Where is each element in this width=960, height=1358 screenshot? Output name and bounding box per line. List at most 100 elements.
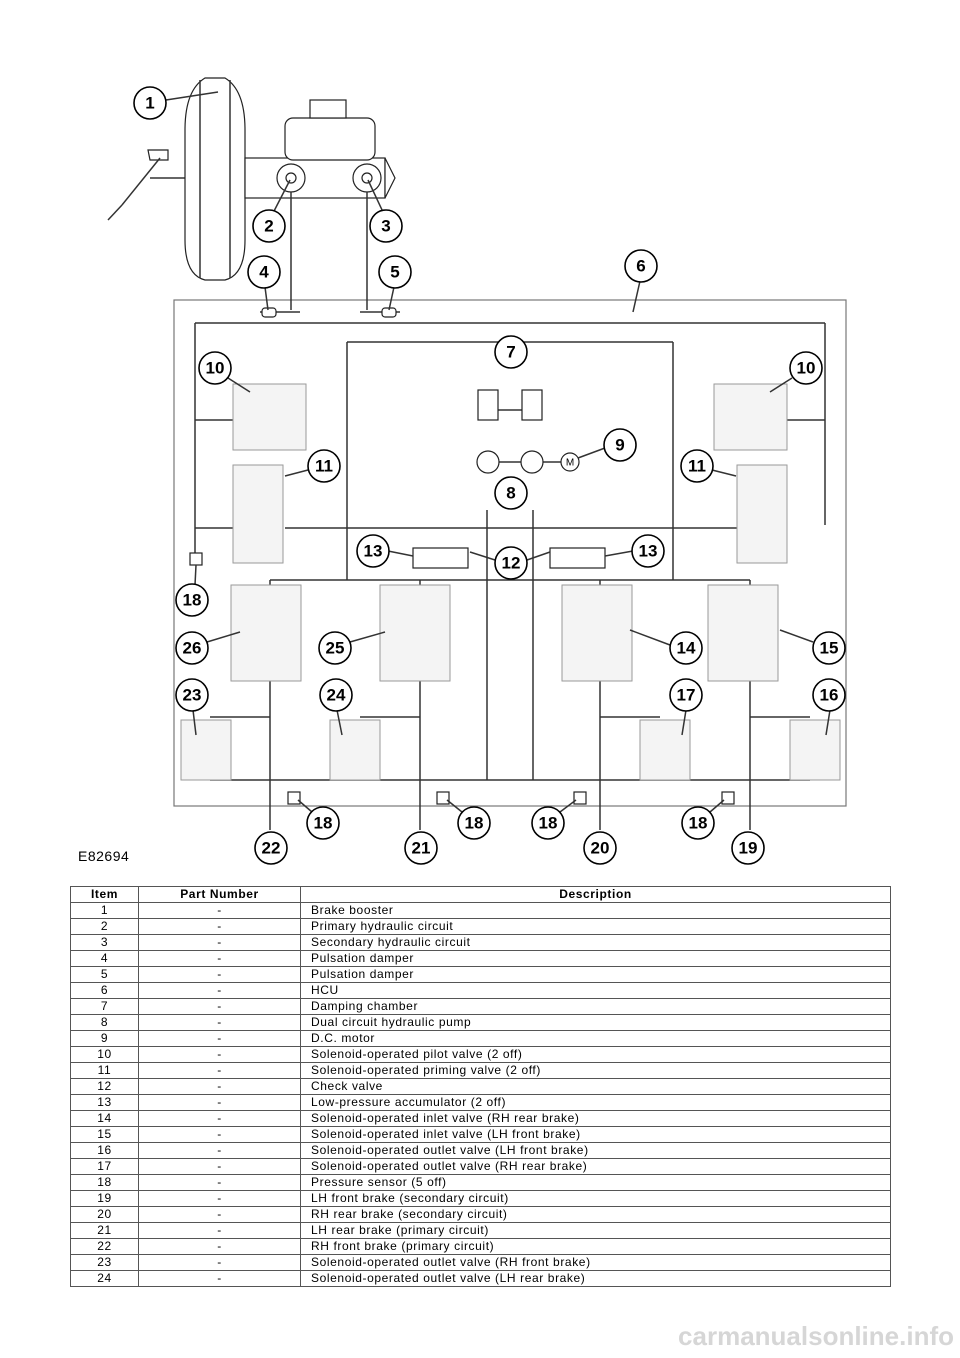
row-description: Solenoid-operated outlet valve (RH rear …	[300, 1158, 891, 1175]
callout-1: 1	[133, 86, 219, 120]
callout-18-b3: 18	[531, 799, 577, 840]
callout-13-left: 13	[356, 534, 414, 568]
svg-text:22: 22	[262, 839, 281, 858]
svg-text:7: 7	[506, 343, 515, 362]
row-item: 16	[70, 1142, 139, 1159]
svg-text:20: 20	[591, 839, 610, 858]
callout-18-b2: 18	[446, 799, 491, 840]
motor-label: M	[566, 458, 574, 469]
svg-text:18: 18	[314, 814, 333, 833]
row-description: Dual circuit hydraulic pump	[300, 1014, 891, 1031]
table-row: 6-HCU	[70, 982, 891, 999]
svg-text:13: 13	[639, 542, 658, 561]
table-row: 15-Solenoid-operated inlet valve (LH fro…	[70, 1126, 891, 1143]
brake-booster	[184, 77, 246, 281]
header-description: Description	[300, 886, 891, 903]
row-part-number: -	[138, 1126, 301, 1143]
row-part-number: -	[138, 1062, 301, 1079]
svg-text:6: 6	[636, 257, 645, 276]
callout-19: 19	[731, 831, 765, 865]
row-item: 13	[70, 1094, 139, 1111]
row-part-number: -	[138, 1190, 301, 1207]
row-item: 24	[70, 1270, 139, 1287]
callout-23: 23	[175, 678, 209, 736]
callout-7: 7	[494, 335, 528, 369]
row-part-number: -	[138, 1142, 301, 1159]
table-row: 18-Pressure sensor (5 off)	[70, 1174, 891, 1191]
row-part-number: -	[138, 1110, 301, 1127]
row-item: 7	[70, 998, 139, 1015]
svg-text:18: 18	[183, 591, 202, 610]
callout-6: 6	[624, 249, 658, 313]
row-description: Solenoid-operated outlet valve (LH front…	[300, 1142, 891, 1159]
callout-20: 20	[583, 831, 617, 865]
row-description: Primary hydraulic circuit	[300, 918, 891, 935]
table-row: 12-Check valve	[70, 1078, 891, 1095]
row-part-number: -	[138, 1238, 301, 1255]
hydraulic-circuit-diagram: M 1 2 3 4 5 6 7 8 9 10 10 11 11 12 13 13…	[107, 77, 847, 865]
callout-10-right: 10	[769, 351, 823, 393]
table-row: 16-Solenoid-operated outlet valve (LH fr…	[70, 1142, 891, 1159]
table-row: 17-Solenoid-operated outlet valve (RH re…	[70, 1158, 891, 1175]
row-part-number: -	[138, 1014, 301, 1031]
row-item: 5	[70, 966, 139, 983]
callout-9: 9	[577, 428, 637, 462]
row-item: 1	[70, 902, 139, 919]
row-description: Check valve	[300, 1078, 891, 1095]
row-item: 14	[70, 1110, 139, 1127]
row-description: RH rear brake (secondary circuit)	[300, 1206, 891, 1223]
callout-5: 5	[378, 255, 412, 311]
table-row: 14-Solenoid-operated inlet valve (RH rea…	[70, 1110, 891, 1127]
svg-text:3: 3	[381, 217, 390, 236]
row-item: 19	[70, 1190, 139, 1207]
table-row: 3-Secondary hydraulic circuit	[70, 934, 891, 951]
callout-18-b1: 18	[297, 799, 340, 840]
callout-11-right: 11	[680, 449, 737, 483]
table-row: 2-Primary hydraulic circuit	[70, 918, 891, 935]
table-row: 19-LH front brake (secondary circuit)	[70, 1190, 891, 1207]
row-item: 20	[70, 1206, 139, 1223]
row-description: Solenoid-operated inlet valve (LH front …	[300, 1126, 891, 1143]
table-row: 7-Damping chamber	[70, 998, 891, 1015]
row-item: 23	[70, 1254, 139, 1271]
table-row: 22-RH front brake (primary circuit)	[70, 1238, 891, 1255]
table-row: 13-Low-pressure accumulator (2 off)	[70, 1094, 891, 1111]
figure-id: E82694	[78, 848, 130, 864]
row-item: 3	[70, 934, 139, 951]
row-item: 18	[70, 1174, 139, 1191]
svg-text:24: 24	[327, 686, 346, 705]
row-description: Pressure sensor (5 off)	[300, 1174, 891, 1191]
row-item: 15	[70, 1126, 139, 1143]
callout-25: 25	[318, 631, 386, 665]
master-cylinder	[244, 99, 396, 199]
row-part-number: -	[138, 950, 301, 967]
table-row: 24-Solenoid-operated outlet valve (LH re…	[70, 1270, 891, 1287]
row-description: RH front brake (primary circuit)	[300, 1238, 891, 1255]
svg-text:1: 1	[145, 94, 154, 113]
table-row: 21-LH rear brake (primary circuit)	[70, 1222, 891, 1239]
svg-text:15: 15	[820, 639, 839, 658]
brake-pedal	[107, 149, 185, 221]
row-part-number: -	[138, 1174, 301, 1191]
hydraulic-lines	[194, 192, 826, 830]
row-description: LH rear brake (primary circuit)	[300, 1222, 891, 1239]
svg-text:2: 2	[264, 217, 273, 236]
table-row: 4-Pulsation damper	[70, 950, 891, 967]
callout-2: 2	[252, 179, 291, 243]
row-part-number: -	[138, 1158, 301, 1175]
parts-table: Item Part Number Description 1-Brake boo…	[70, 886, 891, 1287]
svg-text:14: 14	[677, 639, 696, 658]
callout-24: 24	[319, 678, 353, 736]
row-part-number: -	[138, 998, 301, 1015]
row-description: Pulsation damper	[300, 966, 891, 983]
svg-text:4: 4	[259, 263, 269, 282]
svg-text:10: 10	[206, 359, 225, 378]
table-header-row: Item Part Number Description	[70, 886, 891, 903]
table-row: 8-Dual circuit hydraulic pump	[70, 1014, 891, 1031]
row-description: Damping chamber	[300, 998, 891, 1015]
svg-text:16: 16	[820, 686, 839, 705]
row-item: 17	[70, 1158, 139, 1175]
callout-16: 16	[812, 678, 846, 736]
table-row: 11-Solenoid-operated priming valve (2 of…	[70, 1062, 891, 1079]
row-part-number: -	[138, 918, 301, 935]
